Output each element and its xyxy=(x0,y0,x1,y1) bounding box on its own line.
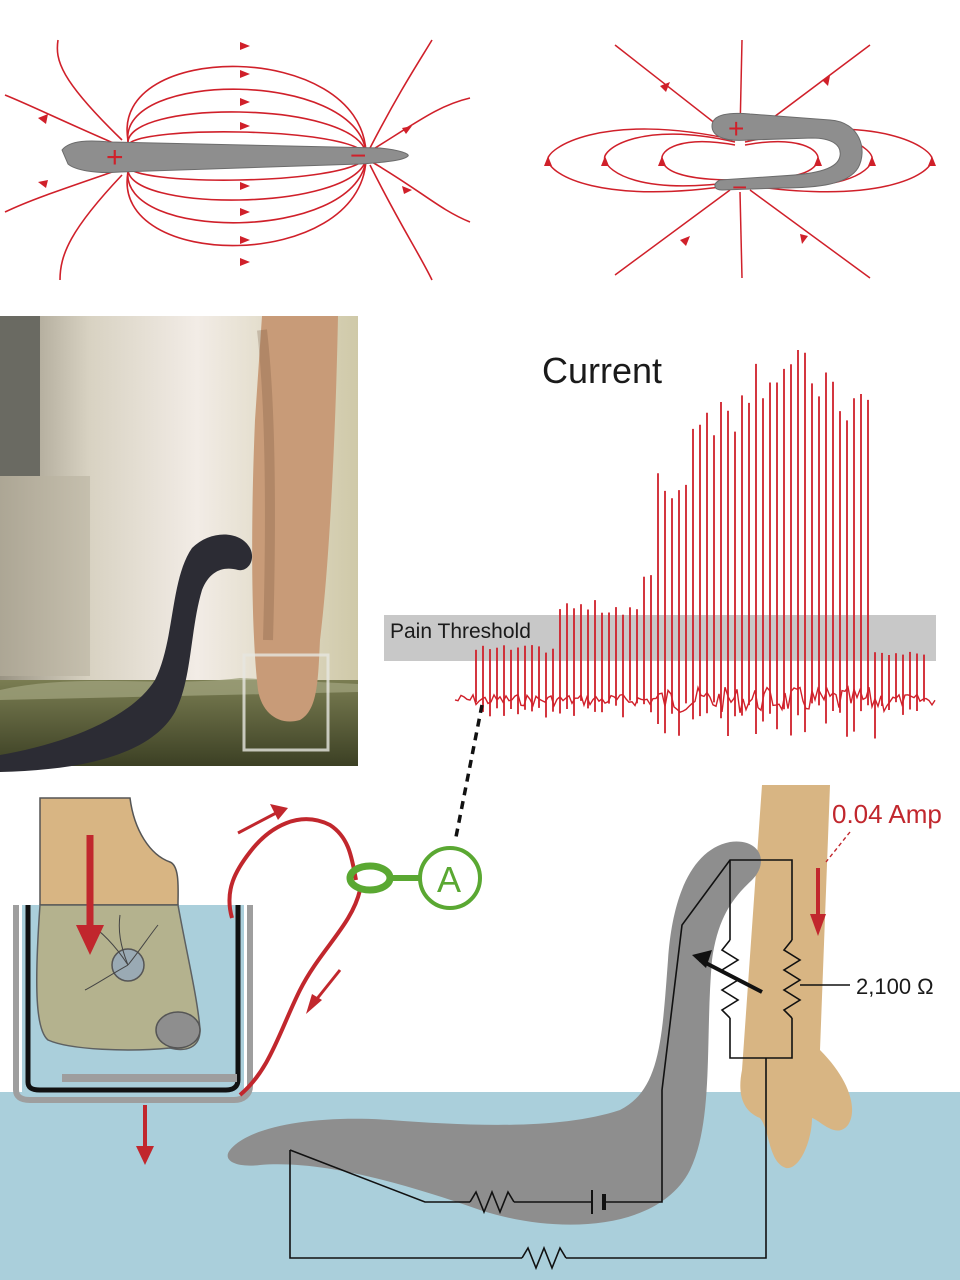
arm-skin xyxy=(740,785,853,1169)
current-trace-chart: Current Pain Threshold xyxy=(384,350,936,739)
circuit-schematic xyxy=(289,859,802,1271)
eel-arm-circuit: 2,100 Ω 0.04 Amp xyxy=(227,785,942,1271)
field-lines-curled xyxy=(544,39,936,279)
curled-positive-label: + xyxy=(728,113,744,144)
straight-eel-field-diagram: + − xyxy=(4,39,471,281)
hand-skin xyxy=(39,797,179,906)
eel-attack-photo xyxy=(0,316,358,772)
ammeter-link-dashed xyxy=(453,704,484,843)
current-spikes xyxy=(475,350,925,739)
curled-negative-label: − xyxy=(732,172,747,202)
curled-eel-field-diagram: + − xyxy=(544,39,936,279)
field-lines xyxy=(4,39,471,281)
amperage-leader xyxy=(825,831,851,863)
photo-arm xyxy=(252,316,338,722)
photo-eel xyxy=(0,534,253,772)
ammeter: A xyxy=(346,846,482,910)
bottom-eel-body xyxy=(227,841,761,1225)
fingertip xyxy=(155,1011,201,1049)
amperage-label: 0.04 Amp xyxy=(832,799,942,829)
ammeter-label: A xyxy=(437,859,461,900)
current-title: Current xyxy=(542,350,662,391)
positive-pole-label: + xyxy=(106,141,124,174)
wire-arrow-up xyxy=(270,804,288,820)
variable-resistor-arrow xyxy=(699,958,763,994)
ammeter-dial xyxy=(418,846,482,910)
wire-arrow-down xyxy=(306,994,322,1014)
curled-eel-body xyxy=(711,112,863,191)
negative-pole-label: − xyxy=(350,140,366,171)
straight-eel-body xyxy=(61,140,409,173)
pain-threshold-label: Pain Threshold xyxy=(390,620,531,643)
beaker-inner xyxy=(25,905,241,1093)
resistance-label: 2,100 Ω xyxy=(856,974,934,999)
current-baseline-noise xyxy=(454,685,936,714)
beaker-outer xyxy=(13,905,253,1103)
hand-in-beaker xyxy=(13,797,253,1165)
